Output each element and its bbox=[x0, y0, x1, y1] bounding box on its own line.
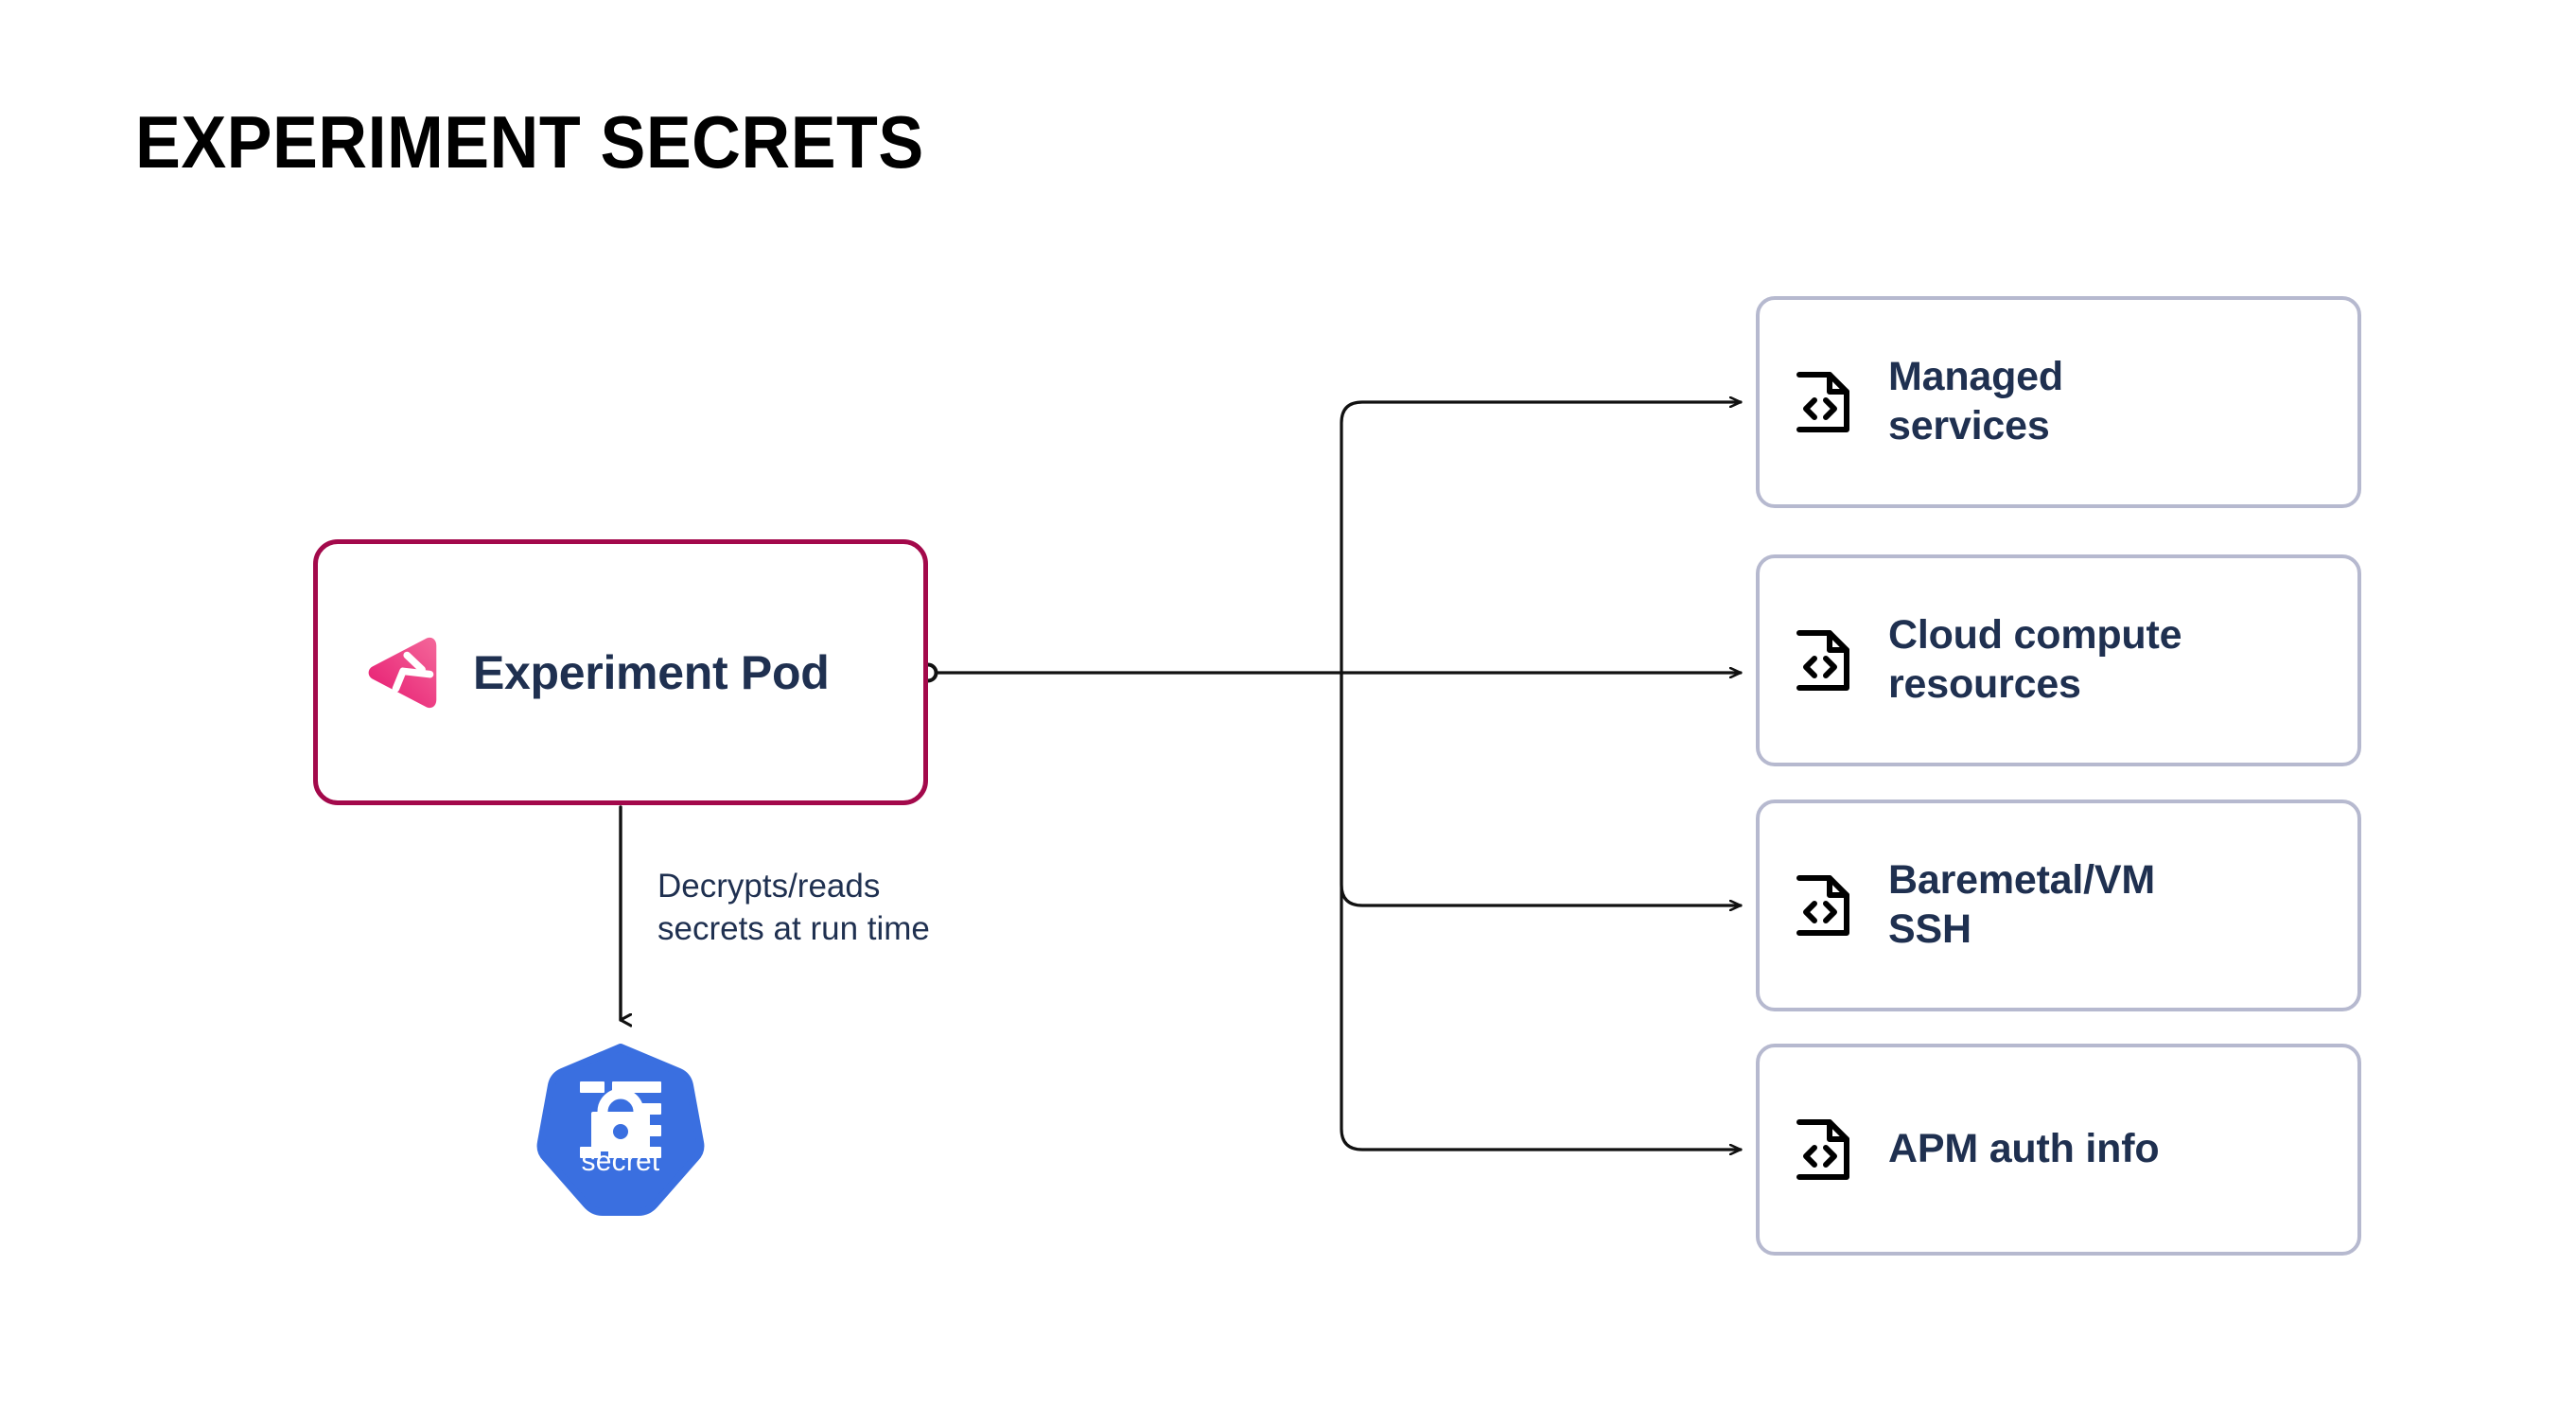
code-file-icon bbox=[1796, 630, 1849, 691]
code-file-icon bbox=[1796, 372, 1849, 432]
code-file-icon bbox=[1796, 1119, 1849, 1180]
edge-label-line-2: secrets at run time bbox=[657, 909, 930, 947]
secret-caption: secret bbox=[581, 1146, 660, 1177]
experiment-pod-label: Experiment Pod bbox=[473, 645, 830, 699]
card-label: APM auth info bbox=[1888, 1125, 2160, 1174]
card-label: Baremetal/VM SSH bbox=[1888, 856, 2155, 954]
card-label-line-2: resources bbox=[1888, 661, 2081, 707]
card-label: Cloud compute resources bbox=[1888, 611, 2182, 709]
edge-branch-baremetal-ssh bbox=[1340, 671, 1743, 905]
gremlin-logo-icon bbox=[368, 637, 437, 708]
card-label-line-1: Cloud compute bbox=[1888, 612, 2182, 659]
page-title: EXPERIMENT SECRETS bbox=[135, 100, 924, 184]
edge-label-line-1: Decrypts/reads bbox=[657, 868, 881, 905]
card-label-line-2: SSH bbox=[1888, 906, 1971, 952]
edge-branch-apm-auth bbox=[1340, 671, 1743, 1150]
edge-branch-managed-services bbox=[1340, 402, 1743, 675]
card-cloud-compute-resources[interactable]: Cloud compute resources bbox=[1756, 554, 2361, 766]
edge-label-decrypts-reads: Decrypts/reads secrets at run time bbox=[657, 866, 1055, 951]
card-apm-auth-info[interactable]: APM auth info bbox=[1756, 1044, 2361, 1256]
code-file-icon bbox=[1796, 875, 1849, 936]
card-baremetal-vm-ssh[interactable]: Baremetal/VM SSH bbox=[1756, 800, 2361, 1011]
card-managed-services[interactable]: Managed services bbox=[1756, 296, 2361, 508]
card-label: Managed services bbox=[1888, 353, 2063, 450]
card-label-line-1: Managed bbox=[1888, 354, 2063, 400]
kubernetes-secret-node[interactable]: secret bbox=[536, 1044, 705, 1219]
kubernetes-secret-icon bbox=[536, 1044, 705, 1216]
experiment-pod-node[interactable]: Experiment Pod bbox=[313, 539, 928, 805]
card-label-line-1: Baremetal/VM bbox=[1888, 857, 2155, 904]
card-label-line-1: APM auth info bbox=[1888, 1126, 2160, 1172]
card-label-line-2: services bbox=[1888, 403, 2050, 448]
